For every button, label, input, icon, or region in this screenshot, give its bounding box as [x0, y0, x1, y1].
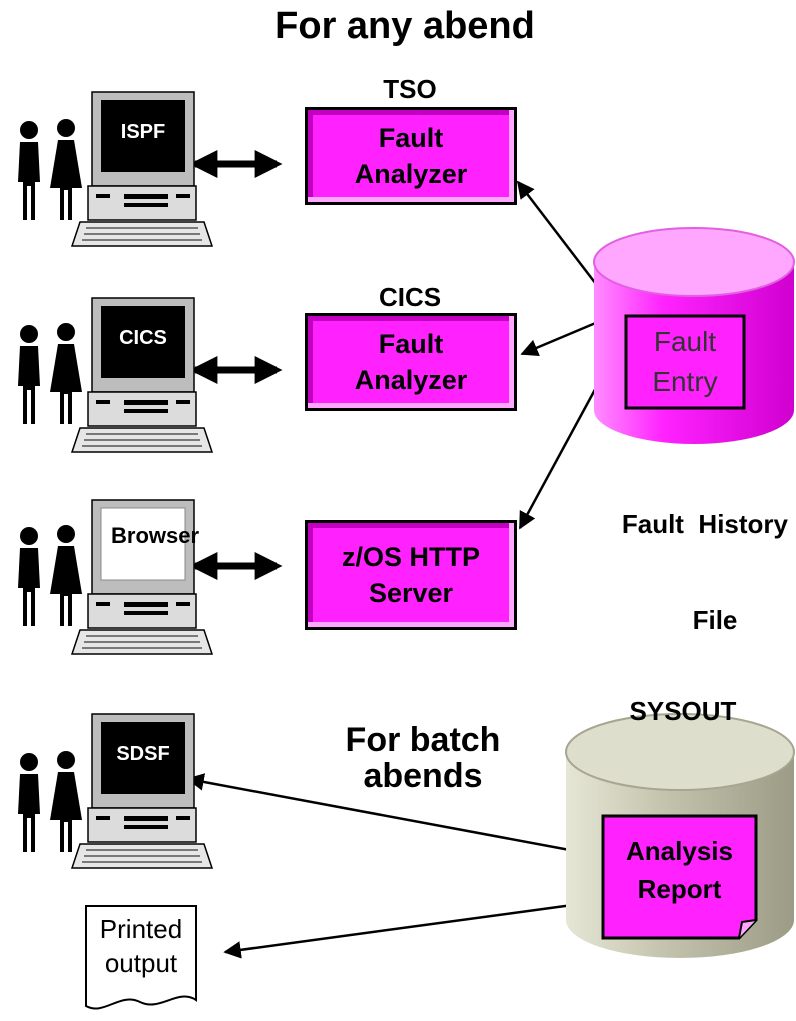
server-box-tso: Fault Analyzer [305, 107, 517, 205]
fault-history-caption: Fault History File [590, 444, 796, 668]
server-line: Fault [378, 329, 444, 359]
server-header-tso: TSO [383, 74, 437, 104]
server-header-cics: CICS [378, 282, 442, 312]
screen-label-cics: CICS [119, 327, 167, 349]
arrow-history-to-tso [516, 180, 597, 285]
printed-line: output [104, 948, 178, 978]
diagram-title: For any abend [275, 5, 535, 47]
arrow-history-to-http [518, 383, 600, 530]
server-box-cics: Fault Analyzer [305, 313, 517, 411]
server-line: z/OS HTTP [341, 542, 480, 572]
caption-line: File [692, 605, 738, 635]
printed-line: Printed [99, 914, 183, 944]
users-icon-cics [18, 323, 82, 424]
computer-icon-sdsf [70, 713, 214, 869]
report-line: Analysis [626, 836, 733, 866]
report-line: Report [637, 874, 722, 904]
batch-title: For batch abends [318, 722, 528, 794]
server-line: Analyzer [354, 159, 468, 189]
fault-entry-line: Entry [652, 366, 718, 397]
arrow-report-to-sdsf [186, 773, 603, 858]
caption-line: Fault History [621, 509, 788, 539]
computer-icon-browser [70, 499, 214, 655]
printed-output-label: Printed output [86, 912, 196, 980]
batch-title-line: abends [363, 757, 483, 795]
screen-label-sdsf: SDSF [116, 743, 170, 765]
fault-history-cylinder [593, 227, 795, 444]
sysout-cylinder [565, 713, 795, 958]
sysout-header: SYSOUT [629, 696, 737, 726]
printed-output-sheet [85, 905, 197, 1010]
users-icon-sdsf [18, 751, 82, 852]
users-icon-browser [18, 525, 82, 626]
fault-entry-line: Fault [653, 326, 717, 357]
server-line: Analyzer [354, 365, 468, 395]
analysis-report-label: Analysis Report [603, 832, 756, 908]
screen-label-ispf: ISPF [120, 121, 166, 143]
arrow-report-to-print [223, 899, 603, 959]
server-line: Server [368, 578, 454, 608]
arrow-history-to-cics [520, 320, 599, 356]
screen-label-browser: Browser [111, 523, 200, 548]
fault-entry-label: Fault Entry [626, 318, 744, 406]
batch-title-line: For batch [345, 721, 501, 759]
users-icon-ispf [18, 119, 82, 220]
computer-icon-cics [70, 297, 214, 453]
server-box-http: z/OS HTTP Server [305, 520, 517, 630]
server-line: Fault [378, 123, 444, 153]
computer-icon-ispf [70, 91, 214, 247]
